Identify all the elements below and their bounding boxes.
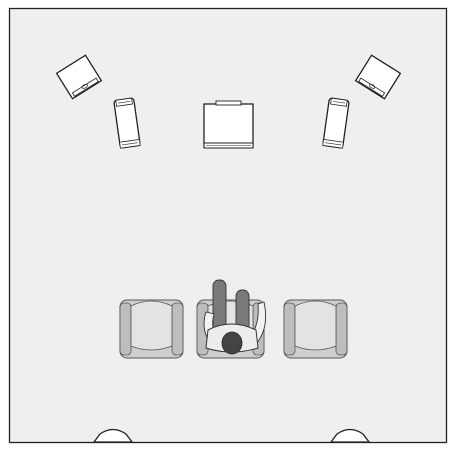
rear-left-speaker-icon [92, 428, 134, 443]
right-armchair [283, 299, 348, 359]
left-armchair [119, 299, 184, 359]
center-speaker-icon [203, 100, 254, 149]
wide-right-speaker-icon [354, 54, 402, 100]
wide-left-speaker-icon [55, 54, 103, 100]
front-right-speaker-icon [322, 97, 350, 149]
front-left-speaker-icon [113, 97, 141, 149]
listener-icon [203, 279, 267, 355]
rear-right-speaker-icon [329, 428, 371, 443]
